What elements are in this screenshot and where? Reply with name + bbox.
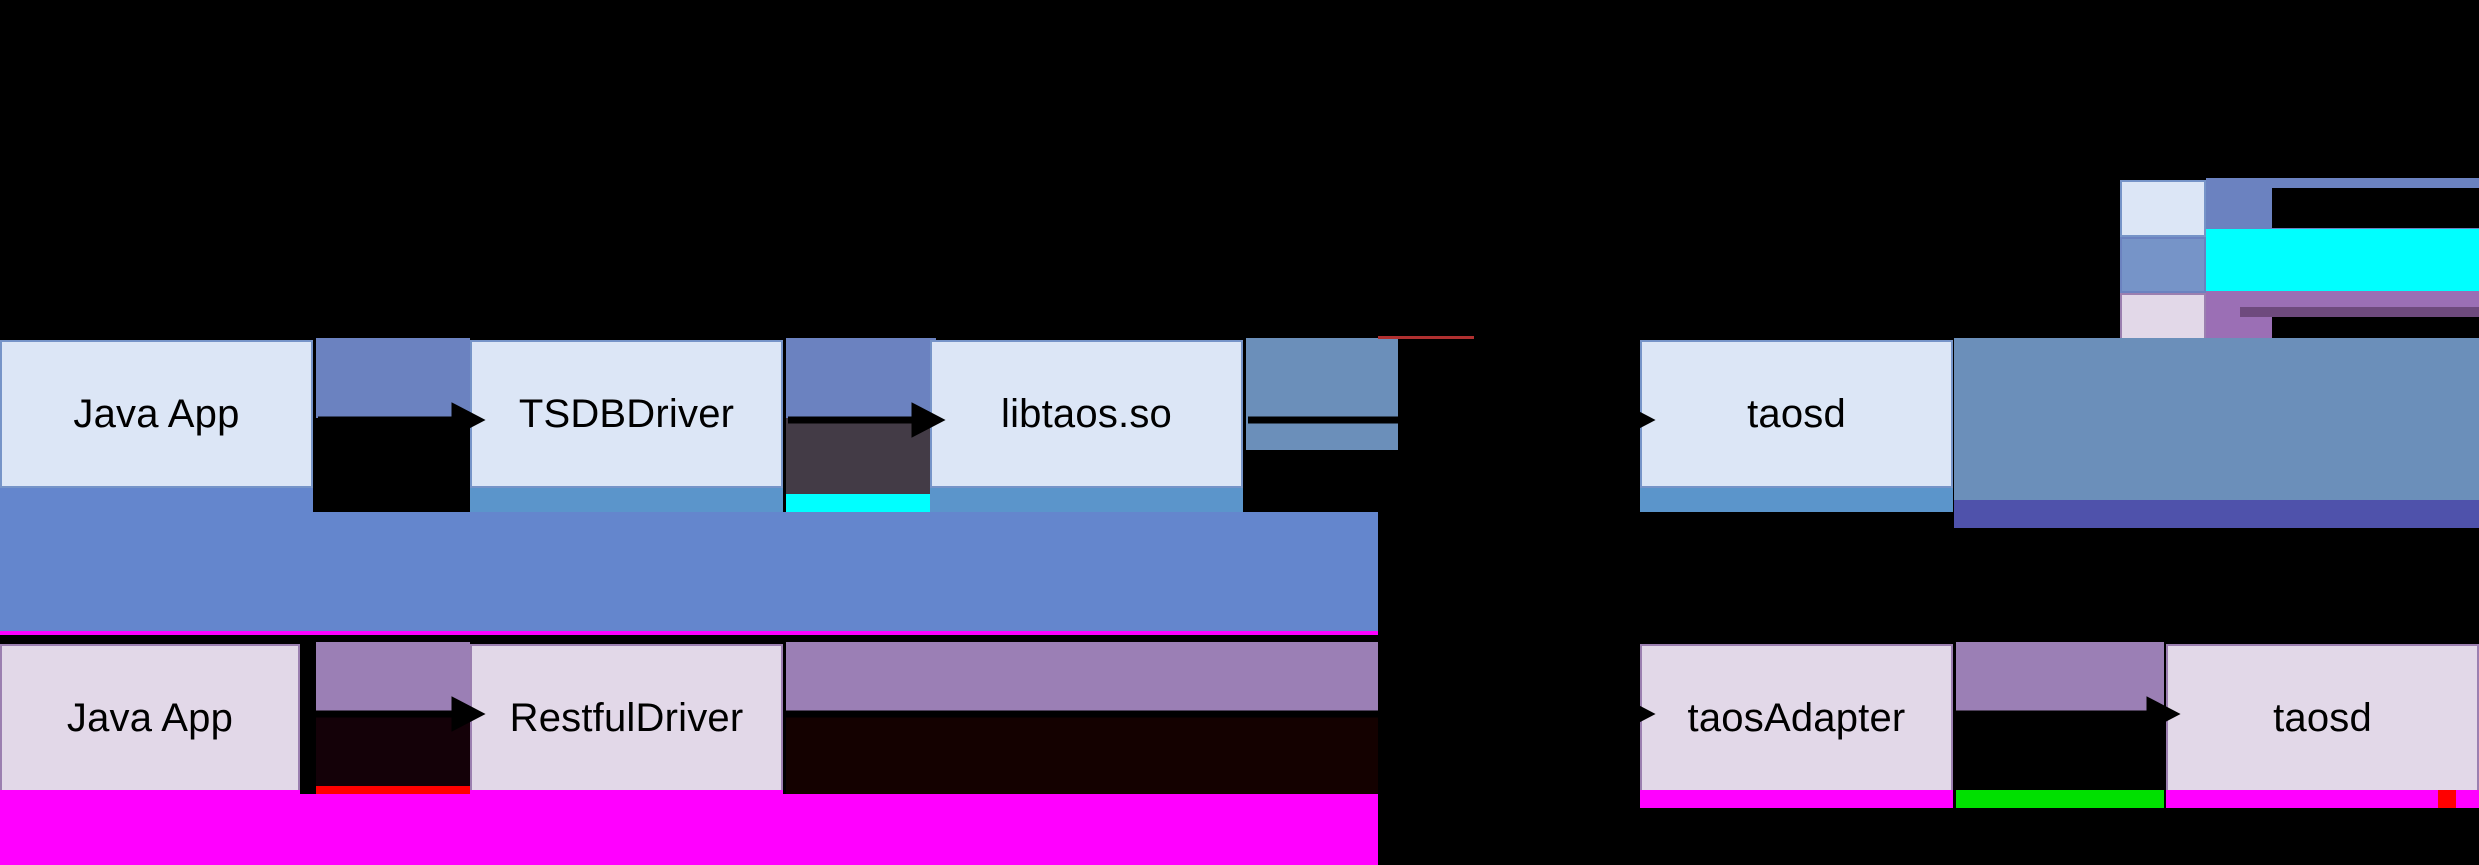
rest-band-strip-a — [0, 790, 300, 810]
node-label: TSDBDriver — [518, 391, 735, 436]
legend-band-3 — [2206, 291, 2479, 308]
node-java-app-native[interactable]: Java App — [0, 340, 313, 488]
node-label: taosAdapter — [1687, 695, 1906, 740]
node-label: Java App — [73, 391, 240, 436]
rest-connector-plate-3-green — [1956, 790, 2164, 808]
node-taosadapter[interactable]: taosAdapter — [1640, 644, 1953, 792]
native-band-magenta-edge — [0, 631, 1378, 635]
node-java-app-rest[interactable]: Java App — [0, 644, 300, 792]
rest-band-strip-d-red — [2438, 790, 2456, 808]
node-label: RestfulDriver — [509, 695, 744, 740]
connector-plate-4 — [1954, 338, 2479, 506]
node-restfuldriver[interactable]: RestfulDriver — [470, 644, 783, 792]
rest-band-strip-d — [2166, 790, 2479, 808]
node-libtaos-so[interactable]: libtaos.so — [930, 340, 1243, 488]
rest-connector-plate-2-dark — [786, 712, 1378, 796]
node-label: Java App — [66, 695, 234, 740]
connector-plate-3-redline — [1378, 336, 1474, 339]
connector-plate-2-dark — [786, 418, 936, 502]
legend-band-3-underline — [2240, 307, 2479, 317]
legend-band-2 — [2206, 229, 2479, 293]
underline-strip-1 — [0, 488, 313, 512]
underline-strip-4 — [1640, 488, 1953, 512]
connector-plate-1-arrowbar — [316, 418, 470, 506]
rest-band-strip-b — [470, 790, 783, 810]
connector-plate-4-indigo — [1954, 500, 2479, 528]
node-tsdbdriver[interactable]: TSDBDriver — [470, 340, 783, 488]
underline-strip-3 — [930, 488, 1243, 512]
legend-swatch-2 — [2120, 237, 2206, 293]
rest-connector-plate-3-dark — [1956, 712, 2164, 796]
native-band-backplate — [0, 512, 1378, 634]
node-label: taosd — [2273, 695, 2372, 740]
node-label: libtaos.so — [1001, 391, 1172, 436]
underline-strip-2 — [470, 488, 783, 512]
node-taosd-native[interactable]: taosd — [1640, 340, 1953, 488]
legend-swatch-1 — [2120, 180, 2206, 237]
connector-plate-3 — [1246, 338, 1398, 450]
node-taosd-rest[interactable]: taosd — [2166, 644, 2479, 792]
legend-band-1-tail — [2206, 178, 2479, 188]
rest-connector-plate-1-dark — [316, 712, 470, 794]
rest-band-strip-c — [1640, 790, 1953, 808]
node-label: taosd — [1747, 391, 1846, 436]
